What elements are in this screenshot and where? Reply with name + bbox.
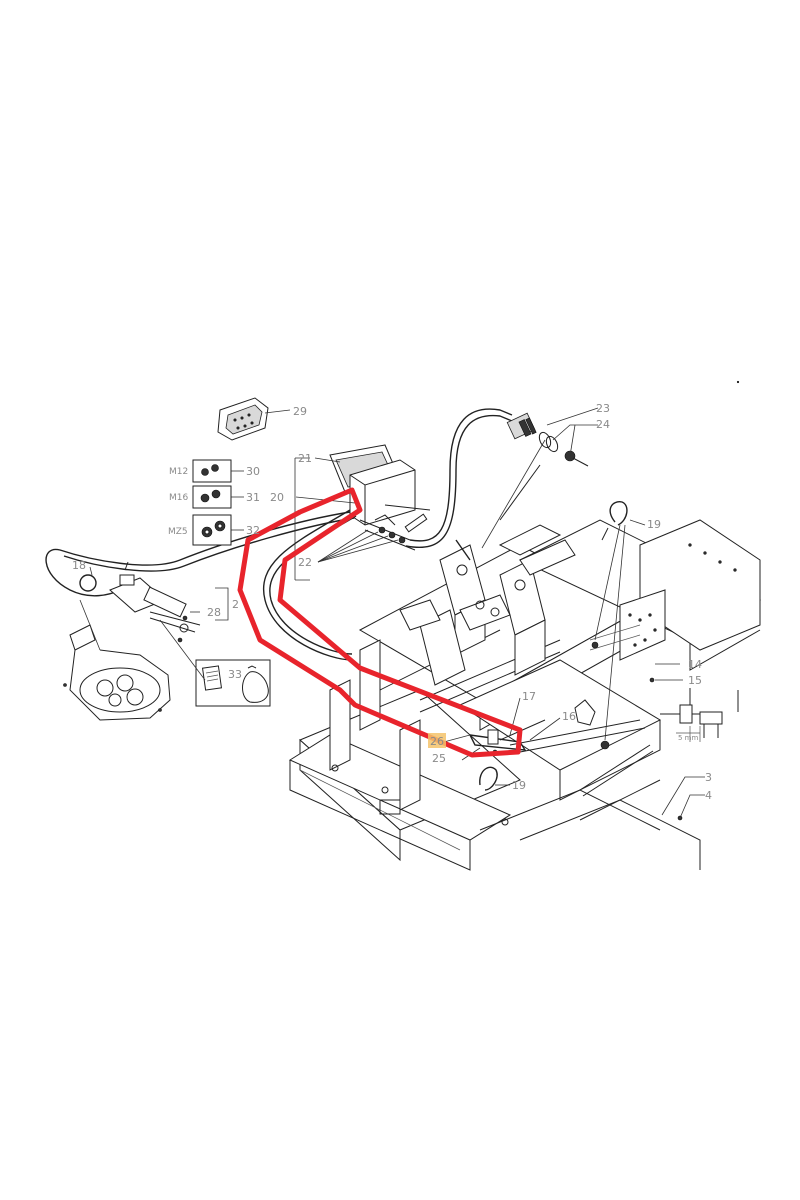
- hardware-kit-mz5: [192, 514, 244, 546]
- callout-24: 24: [596, 418, 610, 431]
- dimension-5mm: 5 mm: [678, 734, 698, 742]
- callout-17: 17: [522, 690, 536, 703]
- highlight-outline: [237, 487, 523, 758]
- callout-30: 30: [246, 465, 260, 478]
- control-box: [329, 444, 431, 551]
- callout-labels: 29 23 24 21 20 22 30 31 32 18 2 28 33 19…: [72, 402, 712, 802]
- highlighted-callout-bg: [428, 733, 446, 748]
- callout-4: 4: [705, 789, 712, 802]
- coupling-assembly: [506, 412, 589, 467]
- callout-19-lower: 19: [512, 779, 526, 792]
- callout-23: 23: [596, 402, 610, 415]
- callout-15: 15: [688, 674, 702, 687]
- callout-16: 16: [562, 710, 576, 723]
- callout-31: 31: [246, 491, 260, 504]
- kit-label-m16: M16: [169, 493, 188, 503]
- callout-2: 2: [232, 598, 239, 611]
- corner-mark: [736, 380, 740, 384]
- callout-3: 3: [705, 771, 712, 784]
- callout-18: 18: [72, 559, 86, 572]
- callout-28: 28: [207, 606, 221, 619]
- callout-19-upper: 19: [647, 518, 661, 531]
- callout-20: 20: [270, 491, 284, 504]
- hydraulic-hose: [405, 408, 546, 561]
- kit-label-mz5: MZ5: [168, 527, 188, 537]
- gap-detail: [660, 688, 739, 742]
- callout-25: 25: [432, 752, 446, 765]
- locking-pin-lower: [479, 766, 498, 791]
- callout-26: 26: [430, 735, 444, 748]
- callout-33: 33: [228, 668, 242, 681]
- pin-leaders: [574, 524, 626, 750]
- mounting-plate: [63, 599, 171, 721]
- hitch-brackets: [399, 524, 576, 686]
- hardware-kit-m16: [192, 485, 244, 509]
- link-arm: [468, 719, 654, 797]
- control-panel-part: [217, 397, 269, 441]
- callout-21: 21: [298, 452, 312, 465]
- actuator-assembly: [79, 561, 201, 643]
- documentation-kit: [195, 659, 271, 707]
- locking-pin-upper: [601, 501, 628, 541]
- cable-harness: [45, 509, 357, 661]
- kit-label-m12: M12: [169, 467, 188, 477]
- callout-29: 29: [293, 405, 307, 418]
- hardware-kit-m12: [192, 459, 244, 483]
- rear-panel: [589, 519, 761, 661]
- callout-32: 32: [246, 524, 260, 537]
- callout-22: 22: [298, 556, 312, 569]
- callout-14: 14: [688, 658, 702, 671]
